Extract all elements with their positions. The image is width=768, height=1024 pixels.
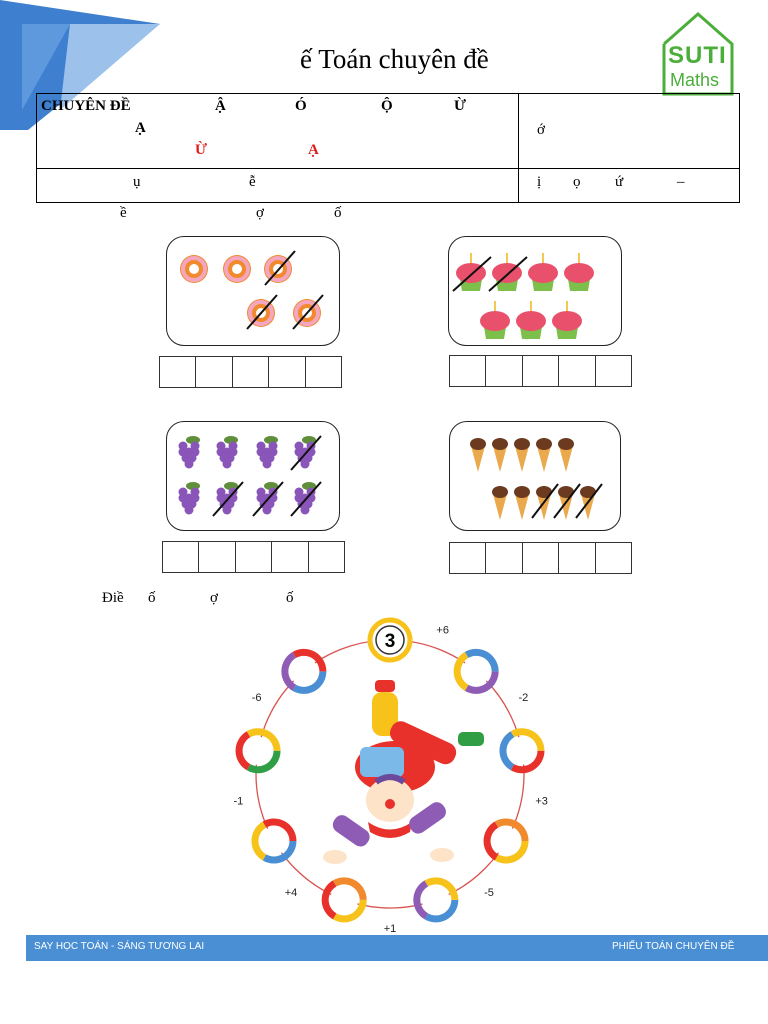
operation-label: -2 bbox=[518, 692, 528, 704]
cupcake-icon bbox=[552, 301, 582, 339]
grape-group bbox=[178, 435, 322, 517]
grape-icon bbox=[178, 436, 200, 469]
operation-label: +4 bbox=[285, 887, 298, 899]
operation-label: -5 bbox=[484, 887, 494, 899]
instruction-2: ố bbox=[286, 590, 294, 606]
level-char: ị bbox=[537, 174, 542, 190]
icecream-icon bbox=[492, 486, 508, 520]
instruction-2: ố bbox=[148, 590, 156, 606]
name-field-label: ớ bbox=[537, 122, 545, 138]
info-table: CHUYÊN ĐỀ Ậ Ó Ộ Ừ Ạ Ừ Ạ ớ ụ ễ ị ọ ứ – bbox=[36, 93, 740, 203]
cupcake-icon bbox=[480, 301, 510, 339]
icecream-icon bbox=[470, 438, 486, 472]
topic-char: Ậ bbox=[215, 98, 226, 114]
icecream-group bbox=[470, 438, 603, 520]
donut-icon bbox=[180, 255, 208, 283]
start-number: 3 bbox=[385, 631, 396, 652]
icecream-picture-box bbox=[449, 421, 621, 531]
level-char: ọ bbox=[573, 174, 581, 190]
instruction-1: ợ bbox=[256, 205, 264, 221]
answer-boxes-donuts[interactable] bbox=[159, 356, 342, 388]
answer-boxes-icecreams[interactable] bbox=[449, 542, 632, 574]
answer-ring[interactable] bbox=[453, 648, 499, 694]
cupcake-icon bbox=[528, 253, 558, 291]
grape-icon-crossed bbox=[252, 481, 284, 517]
operation-label: +3 bbox=[535, 796, 548, 808]
answer-boxes-grapes[interactable] bbox=[162, 541, 345, 573]
corner-decoration bbox=[0, 0, 160, 130]
cupcake-icon-crossed bbox=[488, 253, 528, 292]
clown-illustration bbox=[323, 680, 484, 864]
grape-icon-crossed bbox=[212, 481, 244, 517]
instruction-1: ố bbox=[334, 205, 342, 221]
cupcake-icon bbox=[564, 253, 594, 291]
footer-doc-title: PHIẾU TOÁN CHUYÊN ĐỀ bbox=[612, 941, 735, 952]
answer-ring[interactable] bbox=[251, 818, 297, 864]
donut-picture-box bbox=[166, 236, 340, 346]
icecream-icon-crossed bbox=[553, 483, 581, 520]
icecream-icon bbox=[492, 438, 508, 472]
operation-label: +1 bbox=[384, 923, 397, 935]
cupcake-icon-crossed bbox=[452, 253, 492, 292]
cupcake-group bbox=[452, 253, 594, 339]
page-title: ế Toán chuyên đề bbox=[300, 44, 489, 74]
icecream-icon-crossed bbox=[575, 483, 603, 520]
operation-label: +6 bbox=[436, 624, 449, 636]
grape-icon-crossed bbox=[290, 481, 322, 517]
footer-bar bbox=[26, 935, 768, 961]
instruction-1: ề bbox=[120, 205, 127, 221]
instruction-2: ợ bbox=[210, 590, 218, 606]
topic-char: Ừ bbox=[454, 98, 466, 114]
answer-ring[interactable] bbox=[483, 818, 529, 864]
icecream-icon bbox=[558, 438, 574, 472]
suti-maths-logo bbox=[662, 11, 734, 96]
topic-char: Ó bbox=[295, 98, 307, 114]
start-number-ring: 3 bbox=[367, 617, 413, 663]
grape-icon-crossed bbox=[290, 435, 322, 471]
grape-icon bbox=[178, 482, 200, 515]
answer-ring[interactable] bbox=[235, 728, 281, 774]
icecream-icon-crossed bbox=[531, 483, 559, 520]
topic-label: CHUYÊN ĐỀ bbox=[41, 98, 131, 114]
number-wheel: 3 +6 -2 +3 -5 +1 +4 -1 -6 bbox=[233, 617, 548, 935]
operation-label: -1 bbox=[233, 796, 243, 808]
donut-icon-crossed bbox=[264, 250, 296, 286]
grape-icon bbox=[216, 436, 238, 469]
topic-red-char: Ừ bbox=[195, 142, 207, 158]
objective-char: ễ bbox=[249, 174, 256, 190]
donut-icon-crossed bbox=[246, 294, 278, 330]
icecream-icon bbox=[514, 486, 530, 520]
donut-icon bbox=[223, 255, 251, 283]
icecream-icon bbox=[514, 438, 530, 472]
topic-char: Ộ bbox=[381, 98, 393, 114]
logo-text-maths: Maths bbox=[670, 70, 720, 90]
level-char: – bbox=[677, 174, 685, 190]
grape-icon bbox=[256, 436, 278, 469]
icecream-icon bbox=[536, 438, 552, 472]
level-char: ứ bbox=[615, 174, 624, 190]
footer-slogan: SAY HỌC TOÁN - SÁNG TƯƠNG LAI bbox=[34, 941, 205, 952]
answer-ring[interactable] bbox=[499, 728, 545, 774]
instruction-2: Điề bbox=[102, 590, 124, 606]
objective-char: ụ bbox=[133, 174, 141, 190]
grape-picture-box bbox=[166, 421, 340, 531]
operation-label: -6 bbox=[252, 692, 262, 704]
cupcake-picture-box bbox=[448, 236, 622, 346]
answer-ring[interactable] bbox=[281, 648, 327, 694]
answer-boxes-cupcakes[interactable] bbox=[449, 355, 632, 387]
logo-text-suti: SUTI bbox=[668, 42, 727, 69]
topic-char: Ạ bbox=[135, 120, 146, 136]
donut-group bbox=[180, 250, 324, 330]
answer-ring[interactable] bbox=[321, 877, 367, 923]
donut-icon-crossed bbox=[292, 294, 324, 330]
cupcake-icon bbox=[516, 301, 546, 339]
topic-red-char: Ạ bbox=[308, 142, 319, 158]
answer-ring[interactable] bbox=[413, 877, 459, 923]
